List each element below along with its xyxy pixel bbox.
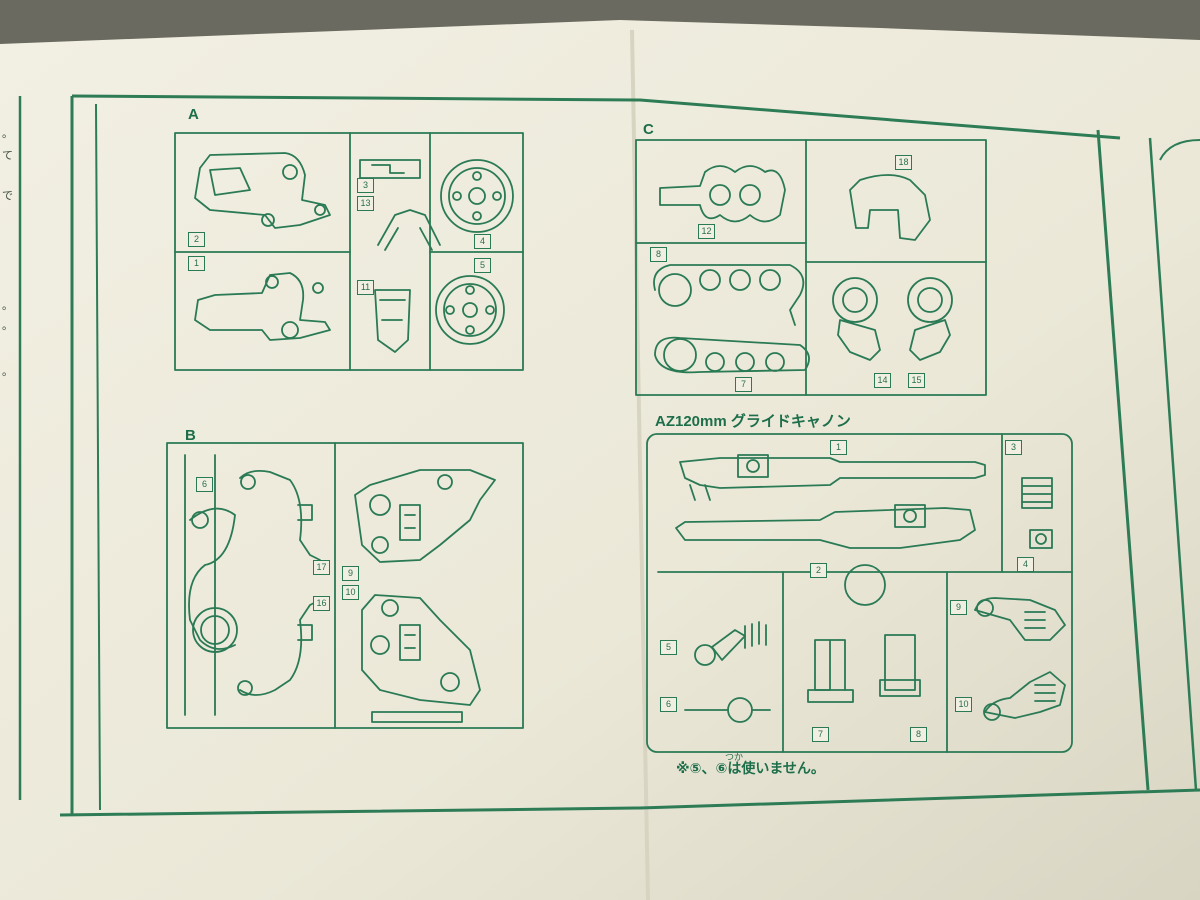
page-frame <box>18 94 1200 817</box>
part-number: 12 <box>698 224 715 239</box>
margin-char: 。 <box>2 319 13 332</box>
part-number: 4 <box>1017 557 1034 572</box>
margin-char: 。 <box>2 299 13 312</box>
part-number: 17 <box>313 560 330 575</box>
cannon-sprue-label: AZ120mm グライドキャノン <box>655 413 851 430</box>
margin-char: て <box>2 149 13 162</box>
part-number: 3 <box>1005 440 1022 455</box>
sprue-b-label: B <box>185 427 196 444</box>
part-number: 9 <box>342 566 359 581</box>
part-number: 8 <box>910 727 927 742</box>
part-number: 10 <box>955 697 972 712</box>
part-number: 5 <box>660 640 677 655</box>
part-number: 5 <box>474 258 491 273</box>
part-number: 2 <box>188 232 205 247</box>
unused-parts-note: ※⑤、⑥は使いません。 <box>676 761 825 777</box>
part-number: 7 <box>812 727 829 742</box>
sprue-b <box>166 442 524 729</box>
part-number: 2 <box>810 563 827 578</box>
part-number: 7 <box>735 377 752 392</box>
sprue-cannon <box>646 433 1073 753</box>
part-number: 6 <box>660 697 677 712</box>
part-number: 18 <box>895 155 912 170</box>
margin-char: 。 <box>2 365 13 378</box>
sprue-a <box>174 132 524 371</box>
part-number: 10 <box>342 585 359 600</box>
part-number: 6 <box>196 477 213 492</box>
part-number: 4 <box>474 234 491 249</box>
part-number: 16 <box>313 596 330 611</box>
paper-sheet <box>0 20 1200 900</box>
part-number: 8 <box>650 247 667 262</box>
note-ruby: つか <box>725 752 744 762</box>
part-number: 1 <box>830 440 847 455</box>
part-number: 14 <box>874 373 891 388</box>
part-number: 11 <box>357 280 374 295</box>
part-number: 3 <box>357 178 374 193</box>
part-number: 15 <box>908 373 925 388</box>
sprue-c <box>635 139 987 396</box>
sprue-c-label: C <box>643 121 654 138</box>
part-number: 13 <box>357 196 374 211</box>
part-number: 1 <box>188 256 205 271</box>
margin-char: で <box>2 189 13 202</box>
margin-char: 。 <box>2 127 13 140</box>
part-number: 9 <box>950 600 967 615</box>
left-margin-text: 。 て で 。 。 。 <box>2 128 16 386</box>
sprue-a-label: A <box>188 106 199 123</box>
fold-crease <box>630 29 650 900</box>
